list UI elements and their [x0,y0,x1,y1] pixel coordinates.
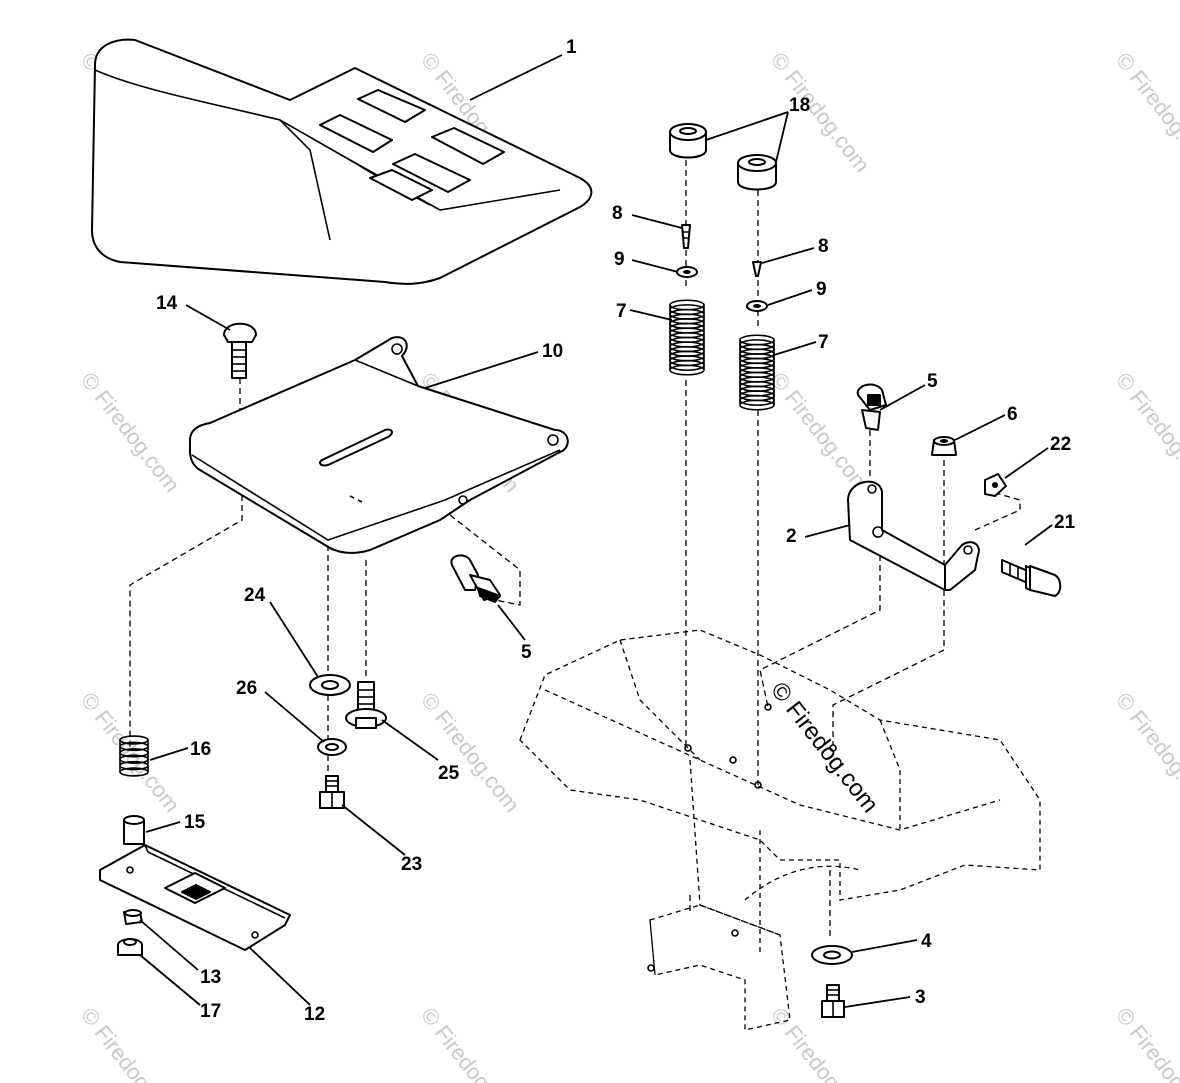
watermark-text: © Firedog.com [1111,368,1180,497]
callout-24: 24 [244,585,266,606]
callout-5-right: 5 [927,371,938,392]
callout-12: 12 [304,1004,325,1025]
part-nut-22 [984,473,1007,497]
part-clip-right [856,383,887,431]
part-washer-left [676,266,698,278]
callout-7-left: 7 [616,301,627,322]
callout-4: 4 [921,931,932,952]
watermark-center: © Firedog.com [765,677,883,818]
part-spring-right [739,334,775,411]
callout-13: 13 [200,967,221,988]
part-mounting-plate [99,844,291,951]
callout-labels: 1 2 3 4 5 5 6 7 7 8 8 9 9 10 12 13 14 15… [156,37,1076,1025]
watermark-text: © Firedog.com [416,688,525,817]
callout-16: 16 [190,739,211,760]
part-clip-left [450,554,501,603]
watermark-text: © Firedog.com [1111,688,1180,817]
callout-1: 1 [566,37,577,58]
callout-8-right: 8 [818,236,829,257]
watermark-text: © Firedog.com [416,1003,525,1083]
part-pin-right [752,261,762,277]
watermark-text: © Firedog.com [76,368,185,497]
callout-25: 25 [438,763,460,784]
part-bumper-right [737,154,777,191]
part-pin-left [681,224,691,249]
part-bracket [847,480,980,591]
part-seat-pan [189,336,569,554]
part-bumper-left [669,123,707,159]
part-washer-24 [309,674,351,696]
part-nut-13 [123,909,143,925]
part-spring-left [669,299,705,376]
watermark-text: © Firedog.com [766,368,875,497]
part-seat [91,38,593,285]
callout-26: 26 [236,678,257,699]
callout-15: 15 [184,812,206,833]
watermark-text: © Firedog.com [1111,1003,1180,1083]
callout-6: 6 [1007,404,1018,425]
callout-8-left: 8 [612,203,623,224]
part-bolt-21 [1001,559,1062,597]
callout-23: 23 [401,854,422,875]
part-washer-right [746,300,768,312]
callout-18: 18 [789,95,810,116]
watermark-text: © Firedog.com [766,1003,875,1083]
callout-2: 2 [786,526,797,547]
callout-9-right: 9 [816,279,827,300]
callout-17: 17 [200,1001,221,1022]
part-hex-bolt-23 [319,775,345,809]
part-washer-4 [811,945,853,965]
callout-9-left: 9 [614,249,625,270]
callout-3: 3 [915,987,926,1008]
callout-14: 14 [156,293,178,314]
callout-22: 22 [1050,434,1071,455]
part-spring-16 [119,735,149,777]
part-lock-washer-26 [317,738,347,756]
watermark-text: © Firedog.com [1111,48,1180,177]
part-shoulder-bolt [345,681,387,729]
leader-lines [139,54,1053,1008]
part-nut-6 [931,436,957,456]
part-hex-bolt-3 [821,984,845,1018]
part-flange-nut-17 [117,938,143,956]
callout-10: 10 [542,341,563,362]
tractor-frame-outline [519,629,1041,1031]
callout-21: 21 [1054,512,1076,533]
watermark-text: © Firedog.com [76,1003,185,1083]
part-carriage-bolt [223,322,257,379]
watermark-text: © Firedog.com [766,48,875,177]
callout-7-right: 7 [818,332,829,353]
watermark-text: © Firedog.com [76,688,185,817]
part-spacer-15 [123,815,145,845]
callout-5-left: 5 [521,642,532,663]
